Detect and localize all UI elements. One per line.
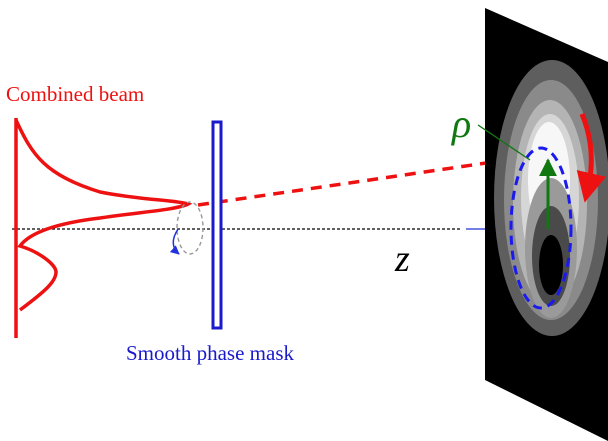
- observation-screen: [485, 8, 608, 441]
- phase-mask: [211, 120, 223, 330]
- profile-curve: [14, 119, 193, 312]
- beam-profile: [14, 118, 193, 338]
- phase-mask-label: Smooth phase mask: [126, 341, 294, 365]
- orbit-ellipse: [509, 146, 573, 310]
- orbit-arrow-icon: [576, 113, 606, 203]
- rotation-arrow-icon: [169, 228, 180, 255]
- combined-beam-label: Combined beam: [6, 82, 145, 106]
- rho-leader-line: [477, 124, 531, 161]
- dark-core: [539, 235, 563, 295]
- phase-rotation-ellipse: [176, 201, 204, 255]
- rho-label: ρ: [452, 101, 472, 146]
- z-axis-label: z: [395, 238, 410, 280]
